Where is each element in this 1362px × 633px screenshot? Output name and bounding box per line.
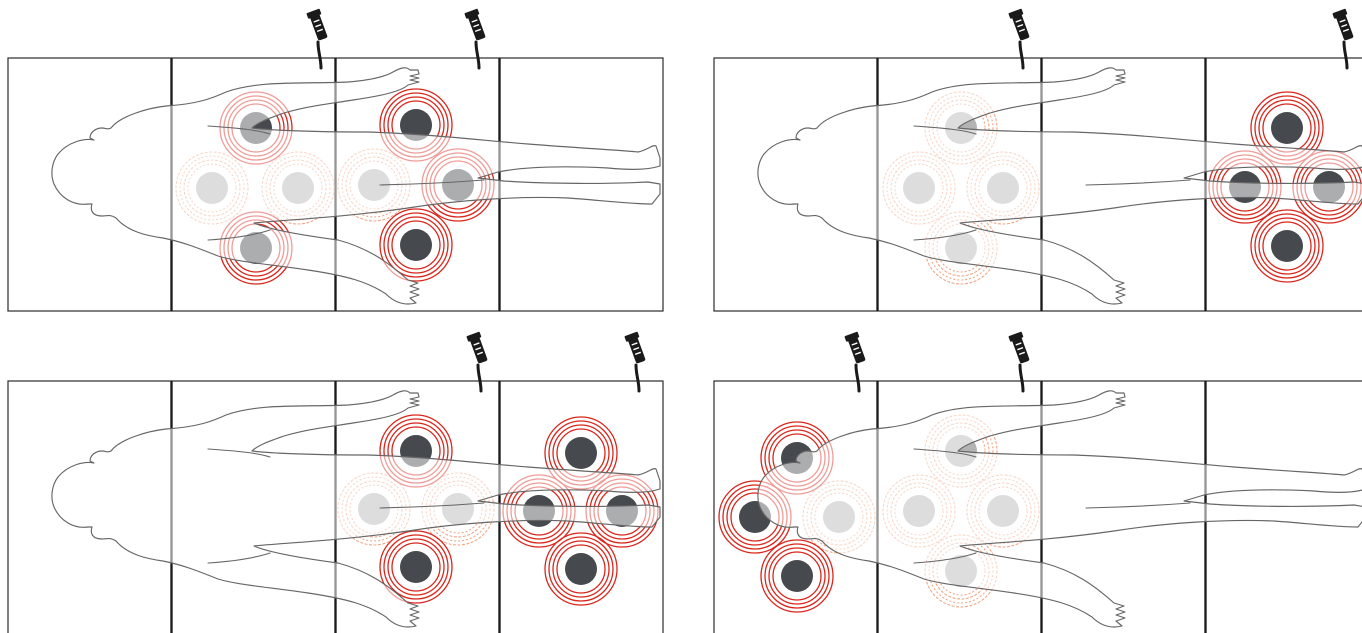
coil-ring [772,551,822,601]
active-coil [565,437,597,469]
active-coil [400,551,432,583]
coil-ring [379,530,453,604]
coil-ring [760,539,834,613]
coil-ring [544,532,618,606]
coil-ring [379,208,453,282]
coil-ring [1250,209,1324,283]
coil-ring [1258,217,1316,275]
coil-ring [552,540,610,598]
coil-bottom [760,539,834,613]
active-coil [781,560,813,592]
configuration-panel-bottom-right [713,330,1362,633]
coil-ring [1254,213,1320,279]
active-coil [565,553,597,585]
coil-ring [387,538,445,596]
coil-ring [391,220,441,270]
coil-ring [383,212,449,278]
active-coil [400,229,432,261]
coil-ring [764,543,830,609]
active-coil [1271,112,1303,144]
coil-ring [383,534,449,600]
coil-bottom [544,532,618,606]
coil-top [379,88,453,162]
coil-ring [391,542,441,592]
coil-ring [548,536,614,602]
coil-ring [768,547,826,605]
coil-bottom [1250,209,1324,283]
coil-ring [387,216,445,274]
configuration-panel-top-left [7,7,664,312]
active-coil [400,109,432,141]
coil-ring [556,544,606,594]
coil-ring [1262,221,1312,271]
configuration-panel-bottom-left [7,330,664,633]
active-coil [1271,230,1303,262]
configuration-panel-top-right [713,7,1362,312]
coil-bottom [379,208,453,282]
coil-bottom [379,530,453,604]
